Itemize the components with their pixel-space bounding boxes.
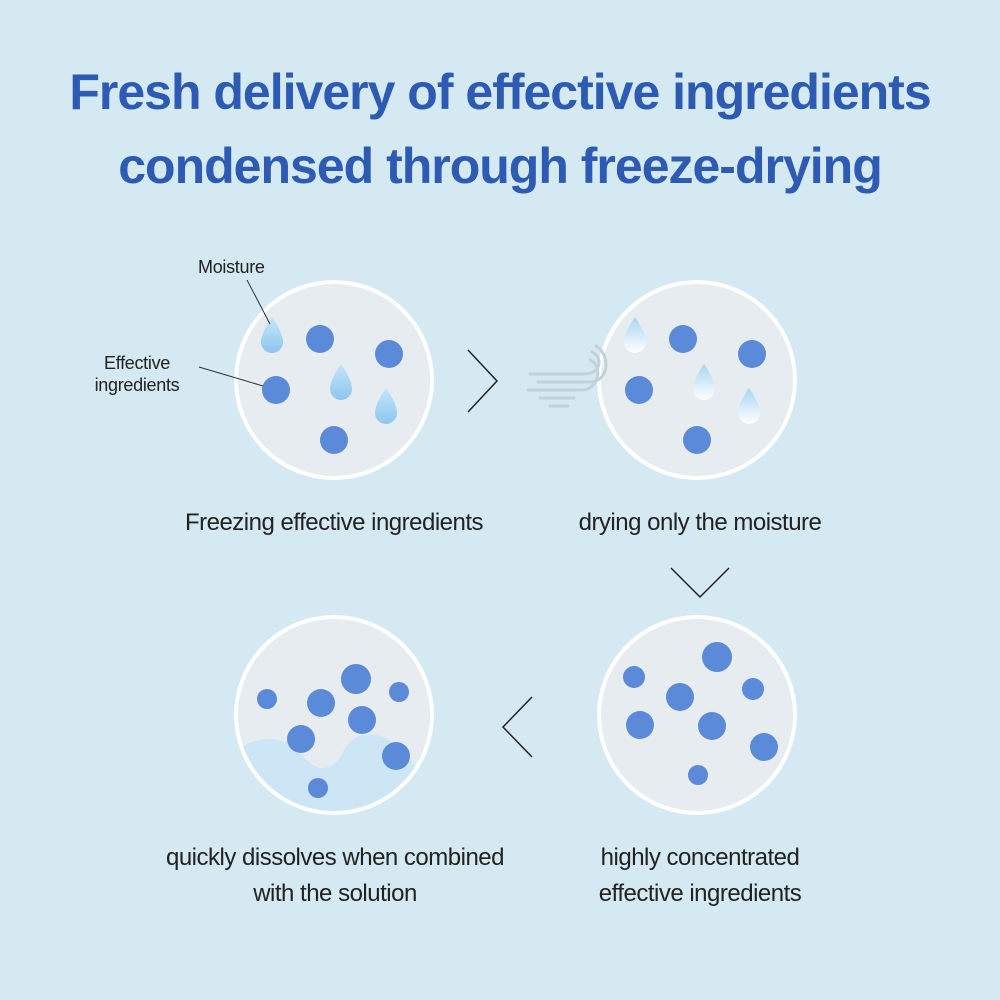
ingredient-dot [262,376,290,404]
ingredient-dot [382,742,410,770]
dissolve-caption: quickly dissolves when combined with the… [100,840,570,912]
dissolve-caption-line1: quickly dissolves when combined [165,844,505,871]
ingredient-dot [666,683,694,711]
ingredient-dot [669,325,697,353]
ingredient-dot [257,689,277,709]
page-title-line1: Fresh delivery of effective ingredients [69,64,931,120]
drying-caption-line1: drying only the moisture [578,509,822,536]
ingredient-dot [308,778,328,798]
dissolve-circle [234,615,434,815]
ingredient-dot [307,689,335,717]
drying-caption: drying only the moisture [500,505,900,541]
ingredient-dot [738,340,766,368]
dissolve-illustration [238,664,430,811]
chevron-down-icon [670,567,730,599]
ingredient-dot [688,765,708,785]
effective-label-line2: ingredients [94,375,180,395]
ingredient-dot [306,325,334,353]
concentrated-circle [597,615,797,815]
concentrated-caption: highly concentrated effective ingredient… [500,840,900,912]
ingredient-dot [348,706,376,734]
drying-illustration [624,317,766,454]
ingredient-dot [287,725,315,753]
effective-label-line1: Effective [103,353,170,373]
dissolve-caption-line2: with the solution [253,880,417,907]
moisture-leader-line [246,279,271,325]
ingredient-dot [626,711,654,739]
page-title-line2: condensed through freeze-drying [118,138,883,194]
water-drop-icon [738,388,760,424]
ingredient-dot [742,678,764,700]
chevron-left-icon [501,696,533,758]
ingredient-dot [389,682,409,702]
effective-leader-line [198,366,264,387]
water-drop-icon [330,364,352,400]
chevron-right-icon [467,349,499,413]
moisture-label: Moisture [198,257,265,277]
freezing-illustration [261,317,403,454]
water-drop-icon [375,388,397,424]
water-drop-icon [693,364,715,400]
ingredient-dot [341,664,371,694]
water-drop-icon [261,317,283,353]
concentrated-illustration [623,642,778,785]
ingredient-dot [702,642,732,672]
ingredient-dot [683,426,711,454]
wind-icon [526,344,608,408]
ingredient-dot [623,666,645,688]
freezing-circle [234,280,434,480]
ingredient-dot [320,426,348,454]
freezing-caption-line1: Freezing effective ingredients [184,509,484,536]
water-drop-icon [624,317,646,353]
concentrated-caption-line2: effective ingredients [598,880,802,907]
ingredient-dot [375,340,403,368]
ingredient-dot [698,712,726,740]
solution-wave [238,734,430,811]
ingredient-dot [625,376,653,404]
ingredient-dot [750,733,778,761]
freezing-caption: Freezing effective ingredients [134,505,534,541]
concentrated-caption-line1: highly concentrated [600,844,800,871]
effective-ingredients-label: Effective ingredients [76,352,198,396]
